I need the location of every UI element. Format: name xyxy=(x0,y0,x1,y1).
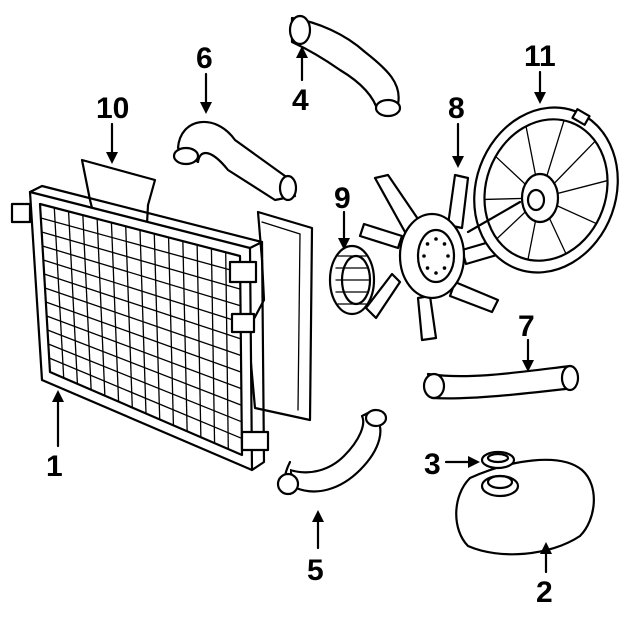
bypass-hose xyxy=(288,14,402,118)
callout-9: 9 xyxy=(334,182,351,215)
callout-8: 8 xyxy=(448,92,465,125)
radiator-fin-row xyxy=(45,301,242,373)
expansion-tank xyxy=(455,458,595,556)
radiator-side-tab xyxy=(230,312,256,334)
hub-bolt xyxy=(442,266,447,270)
radiator-mount-bracket xyxy=(10,202,32,224)
callout-2: 2 xyxy=(536,576,553,609)
callout-10: 10 xyxy=(96,92,129,125)
radiator-fin-row xyxy=(46,315,242,390)
radiator-fin-row xyxy=(43,273,242,340)
callout-6: 6 xyxy=(196,42,213,75)
radiator-outlet-neck xyxy=(240,430,270,452)
radiator-fin-row xyxy=(44,287,242,357)
fan-hub-bolts xyxy=(422,237,450,275)
tank-cap-gasket xyxy=(480,450,516,470)
fan-clutch xyxy=(328,244,376,316)
radiator-fin-row xyxy=(41,231,241,290)
auxiliary-electric-fan xyxy=(466,106,619,274)
radiator-fin-row xyxy=(41,245,242,307)
callout-11: 11 xyxy=(524,40,556,73)
callout-1: 1 xyxy=(46,450,63,483)
radiator-fin-row xyxy=(48,357,243,440)
callout-5: 5 xyxy=(307,554,324,587)
upper-radiator-hose xyxy=(172,120,298,202)
lower-radiator-hose xyxy=(276,408,388,496)
radiator-fins xyxy=(40,207,243,450)
hub-bolt xyxy=(425,266,430,270)
radiator-fin-row xyxy=(46,329,243,406)
hub-bolt xyxy=(422,254,426,258)
radiator-fin-row xyxy=(40,217,241,274)
callout-3: 3 xyxy=(424,448,441,481)
callout-4: 4 xyxy=(292,84,309,117)
hub-bolt xyxy=(442,242,447,246)
hub-bolt xyxy=(425,242,430,246)
coolant-hose xyxy=(422,364,580,400)
leader-lines xyxy=(52,46,552,574)
callout-7: 7 xyxy=(518,310,535,343)
callout-labels: 1 2 3 4 5 6 7 8 9 10 11 xyxy=(46,40,556,609)
fan-blade xyxy=(358,173,516,342)
hub-bolt xyxy=(434,271,438,275)
hub-bolt xyxy=(434,237,438,241)
hub-bolt xyxy=(446,254,450,258)
radiator-inlet-neck xyxy=(228,260,258,284)
radiator xyxy=(10,184,270,472)
radiator-fin-row xyxy=(47,343,243,423)
radiator-fin-row xyxy=(42,259,242,323)
